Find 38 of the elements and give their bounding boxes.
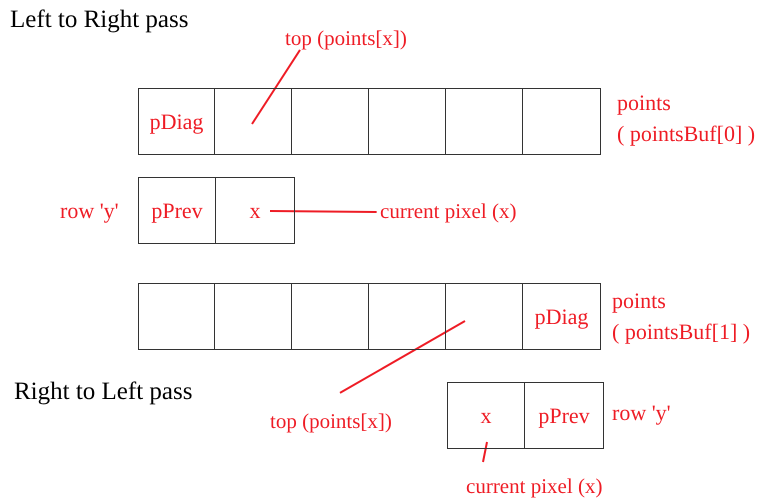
cell-text: x: [250, 198, 260, 224]
annotation-text: points: [612, 289, 666, 314]
array-cell: [138, 177, 216, 244]
array-cell: [214, 88, 292, 155]
annotation-text: current pixel (x): [466, 474, 602, 498]
cell-text: x: [480, 402, 492, 428]
array-cell: [291, 283, 369, 350]
leader-line: [251, 49, 301, 125]
array-cell: [215, 177, 295, 244]
leader-line: [340, 320, 466, 394]
array-cell: [138, 88, 215, 155]
array-cell: [522, 88, 601, 155]
array-cell: [445, 283, 523, 350]
section-heading: Right to Left pass: [14, 378, 192, 406]
annotation-text: top (points[x]): [270, 409, 392, 433]
array-cell: [368, 88, 446, 155]
array-cell: [291, 88, 369, 155]
annotation-text: top (points[x]): [285, 26, 407, 50]
array-cell: [214, 283, 292, 350]
annotation-text: ( pointsBuf[1] ): [612, 320, 750, 344]
annotation-text: ( pointsBuf[0] ): [617, 122, 756, 146]
leader-line: [482, 442, 488, 462]
section-heading: Left to Right pass: [10, 6, 188, 34]
annotation-text: row 'y': [612, 401, 671, 426]
leader-line: [270, 210, 377, 213]
array-cell: [524, 382, 604, 449]
cell-text: pPrev: [538, 402, 590, 428]
cell-text: pPrev: [151, 198, 203, 224]
annotation-text: points: [617, 91, 671, 116]
array-cell: [445, 88, 523, 155]
annotation-text: current pixel (x): [380, 199, 516, 223]
array-cell: [447, 382, 525, 449]
array-cell: [138, 283, 215, 350]
array-cell: [522, 283, 601, 350]
cell-text: pDiag: [150, 108, 204, 134]
cell-text: pDiag: [534, 304, 588, 330]
annotation-text: row 'y': [60, 199, 119, 224]
array-cell: [368, 283, 446, 350]
